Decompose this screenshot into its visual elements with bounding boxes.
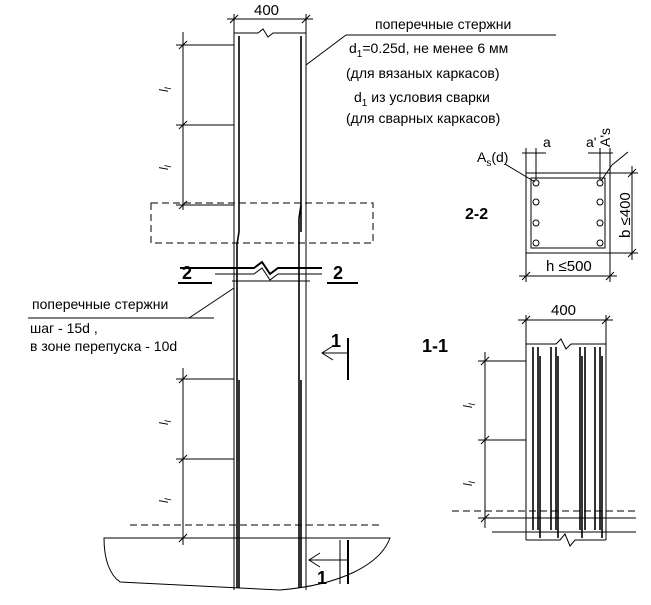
column-elevation: [103, 28, 391, 591]
lap-length-label-6: ll: [461, 480, 477, 486]
dim-400-section: 400: [551, 302, 576, 319]
cut-1-upper: 1: [331, 331, 341, 351]
a-label: a: [543, 134, 551, 150]
section-2-2-title: 2-2: [465, 206, 488, 223]
b-dim: b ≤400: [617, 192, 634, 238]
cut-2-right: 2: [333, 263, 343, 283]
lap-length-label-3: ll: [157, 419, 173, 425]
cut-1-1-markers: 1 1: [308, 331, 349, 588]
d1-weld: d1 из условия сварки: [354, 89, 490, 109]
stirrup-step: шаг - 15d ,: [30, 320, 98, 336]
as-d-label: As(d): [477, 149, 508, 169]
tied-cages-note: (для вязаных каркасов): [346, 65, 500, 81]
dimension-400-top: 400: [227, 2, 313, 33]
stirrup-lap-zone: в зоне перепуска - 10d: [30, 338, 177, 354]
lap-length-label-1: ll: [157, 86, 173, 92]
a-prime-label: a': [586, 134, 596, 150]
lap-length-label-4: ll: [157, 497, 173, 503]
cross-bar-notes: поперечные стержни d1=0.25d, не менее 6 …: [305, 16, 556, 126]
welded-cages-note: (для сварных каркасов): [346, 110, 500, 126]
stirrup-title: поперечные стержни: [32, 296, 168, 312]
cross-bars-title: поперечные стержни: [375, 16, 511, 32]
lap-dimension-lower: ll ll: [157, 368, 234, 545]
stirrup-annotation: поперечные стержни шаг - 15d , в зоне пе…: [28, 296, 214, 354]
dim-400-top-text: 400: [254, 2, 279, 19]
cut-1-lower: 1: [317, 568, 327, 588]
section-1-1: 1-1 400 ll: [422, 302, 636, 547]
lap-length-label-2: ll: [157, 164, 173, 170]
cut-2-2-markers: 2 2: [178, 263, 358, 284]
lap-length-label-5: ll: [461, 402, 477, 408]
section-2-2: 2-2 As(d) a a' A's b ≤400: [465, 128, 638, 282]
as-prime-label: A's: [597, 128, 613, 147]
cut-2-left: 2: [182, 263, 192, 283]
section-1-1-title: 1-1: [422, 336, 448, 356]
lap-dimension-upper: ll ll: [157, 32, 234, 210]
h-dim: h ≤500: [546, 258, 592, 275]
d1-rule: d1=0.25d, не менее 6 мм: [349, 40, 508, 60]
